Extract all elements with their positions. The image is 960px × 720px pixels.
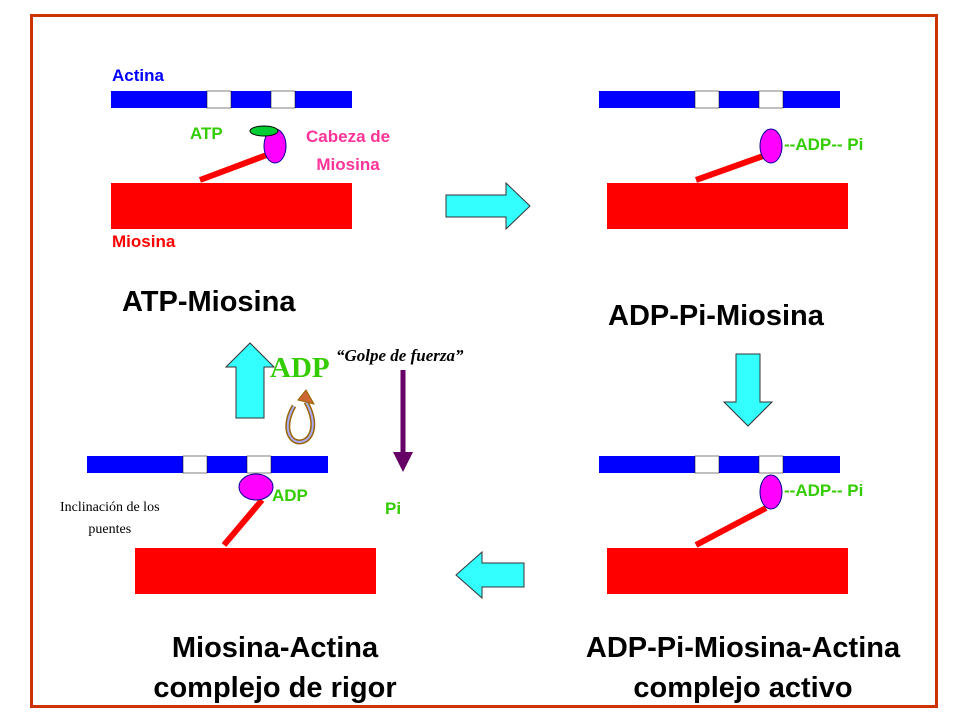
label-adp-pi-top: --ADP-- Pi <box>784 135 864 154</box>
actin-binding-site <box>694 90 720 109</box>
myosin-head <box>238 473 274 501</box>
label-actina: Actina <box>112 66 164 85</box>
myosin-head <box>759 128 783 164</box>
label-adp-bound: ADP <box>272 486 308 505</box>
panel-active-complex <box>599 455 848 594</box>
adp-release-curved-arrow-icon <box>285 389 316 445</box>
label-atp: ATP <box>190 124 223 143</box>
actin-filament <box>87 456 328 473</box>
label-cabeza-line2: Miosina <box>316 155 380 174</box>
actin-filament <box>599 91 840 108</box>
label-golpe-de-fuerza: “Golpe de fuerza” <box>336 346 464 365</box>
actin-binding-site <box>246 455 272 474</box>
label-inclinacion-line1: Inclinación de los <box>60 500 160 515</box>
myosin-head <box>759 474 783 510</box>
atp-molecule <box>249 125 279 137</box>
label-pi-released: Pi <box>385 499 402 518</box>
label-adp-pi-bottom: --ADP-- Pi <box>784 481 864 500</box>
title-rigor-line2: complejo de rigor <box>153 672 397 704</box>
arrow-down-icon <box>722 353 774 427</box>
title-rigor-complex: Miosina-Actina complejo de rigor <box>110 628 440 708</box>
actin-binding-site <box>182 455 208 474</box>
myosin-neck <box>198 150 274 183</box>
actin-binding-site <box>270 90 296 109</box>
panel-adp-pi-miosina <box>599 90 848 229</box>
myosin-neck <box>694 505 768 548</box>
actin-binding-site <box>206 90 232 109</box>
label-inclinacion-line2: puentes <box>88 522 132 537</box>
actin-binding-site <box>758 455 784 474</box>
title-rigor-line1: Miosina-Actina <box>171 632 379 664</box>
panel-rigor-complex <box>87 455 376 594</box>
actin-binding-site <box>694 455 720 474</box>
label-cabeza-de-miosina: Cabeza de Miosina <box>306 123 390 179</box>
myosin-neck <box>221 498 265 547</box>
myosin-filament <box>135 548 376 594</box>
actin-filament <box>599 456 840 473</box>
arrow-up-icon <box>224 342 276 419</box>
label-cabeza-line1: Cabeza de <box>306 127 391 146</box>
label-miosina: Miosina <box>112 232 176 251</box>
power-stroke-arrow-icon <box>393 370 413 472</box>
actin-filament <box>111 91 352 108</box>
myosin-filament <box>607 183 848 229</box>
diagram-frame <box>30 14 938 708</box>
arrow-left-icon <box>455 550 525 600</box>
title-atp-miosina: ATP-Miosina <box>122 286 296 318</box>
myosin-filament <box>607 548 848 594</box>
myosin-filament <box>111 183 352 229</box>
myosin-neck <box>694 152 768 183</box>
label-adp-released: ADP <box>270 352 330 384</box>
title-adp-pi-miosina: ADP-Pi-Miosina <box>608 300 824 332</box>
title-activo-line1: ADP-Pi-Miosina-Actina <box>585 632 901 664</box>
panel-atp-miosina <box>111 90 352 229</box>
title-active-complex: ADP-Pi-Miosina-Actina complejo activo <box>548 628 938 708</box>
arrow-right-icon <box>445 181 531 231</box>
label-inclinacion-de-los-puentes: Inclinación de los puentes <box>60 497 160 541</box>
actin-binding-site <box>758 90 784 109</box>
title-activo-line2: complejo activo <box>633 672 853 704</box>
